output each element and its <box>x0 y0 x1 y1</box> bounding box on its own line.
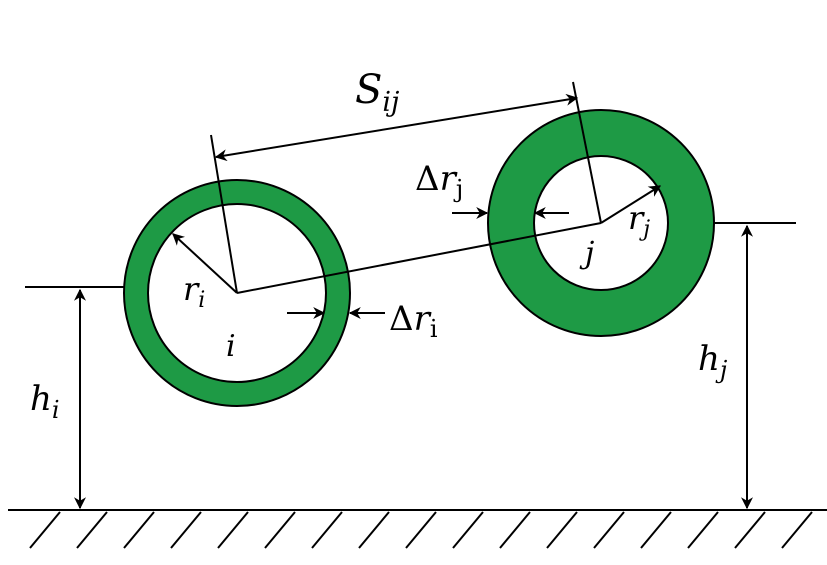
label-r-j: rj <box>628 199 650 242</box>
label-h-i: hi <box>30 379 60 424</box>
radius-j-arrow <box>600 185 662 224</box>
ground-hatch-stroke <box>546 511 578 549</box>
ground-hatch-stroke <box>170 511 202 549</box>
s-dimension-arrow <box>214 93 579 162</box>
ground-hatching <box>29 511 813 549</box>
ground-hatch-stroke <box>593 511 625 549</box>
ground-hatch-stroke <box>264 511 296 549</box>
ground-hatch-stroke <box>687 511 719 549</box>
ground-hatch-stroke <box>311 511 343 549</box>
ground-hatch-stroke <box>640 511 672 549</box>
ground-hatch-stroke <box>29 511 61 549</box>
ground-hatch-stroke <box>499 511 531 549</box>
ground-hatch-stroke <box>358 511 390 549</box>
ground-hatch-stroke <box>123 511 155 549</box>
ground-hatch-stroke <box>452 511 484 549</box>
radius-i-arrow <box>172 233 238 294</box>
ground-hatch-stroke <box>734 511 766 549</box>
label-delta-r-i: Δri <box>389 299 438 343</box>
ground-hatch-stroke <box>781 511 813 549</box>
ground-hatch-stroke <box>405 511 437 549</box>
label-delta-r-j: Δrj <box>415 159 463 203</box>
label-center-i: i <box>226 329 236 364</box>
ground-hatch-stroke <box>76 511 108 549</box>
center-line <box>236 222 602 294</box>
label-h-j: hj <box>698 339 728 384</box>
ground-hatch-stroke <box>217 511 249 549</box>
label-r-i: ri <box>183 270 205 313</box>
label-s-ij: Sij <box>355 67 399 118</box>
s-extension-i <box>210 134 238 294</box>
